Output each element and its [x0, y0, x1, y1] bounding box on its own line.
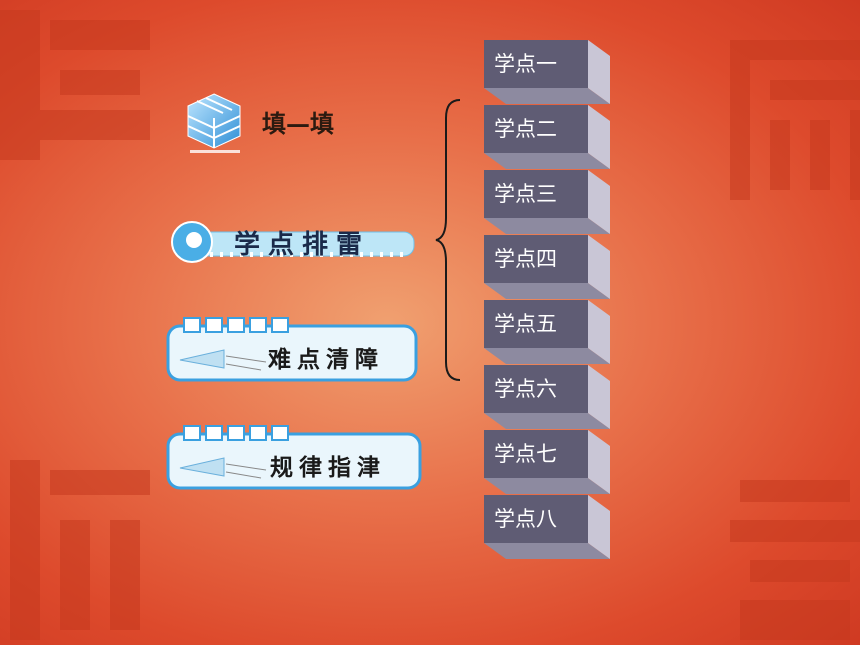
nav-fill-blank[interactable]: 填—填: [184, 90, 354, 156]
xuedian-label: 学点六: [494, 377, 557, 401]
nav-paidian-label: 学点排雷: [234, 230, 371, 260]
nav-nandian[interactable]: 难点清障: [166, 316, 418, 382]
xuedian-label: 学点七: [494, 442, 557, 466]
xuedian-label: 学点一: [494, 52, 557, 76]
xuedian-item-7[interactable]: 学点七: [484, 430, 614, 500]
xuedian-item-8[interactable]: 学点八: [484, 495, 614, 565]
xuedian-label: 学点四: [494, 247, 557, 271]
seal-decoration-top-left: [0, 0, 180, 190]
block-shape: [484, 170, 610, 234]
xuedian-label: 学点五: [494, 312, 557, 336]
block-shape: [484, 495, 610, 559]
xuedian-item-2[interactable]: 学点二: [484, 105, 614, 175]
nav-guilv-label: 规律指津: [270, 454, 386, 481]
block-shape: [484, 365, 610, 429]
scroll-frame: [166, 425, 422, 490]
brace-connector: [435, 99, 461, 381]
block-shape: [484, 430, 610, 494]
xuedian-label: 学点三: [494, 182, 557, 206]
banner-shape: [171, 221, 415, 263]
block-shape: [484, 105, 610, 169]
nav-nandian-label: 难点清障: [268, 346, 384, 373]
nav-guilv[interactable]: 规律指津: [166, 424, 422, 490]
block-shape: [484, 300, 610, 364]
cube-icon: [187, 93, 241, 153]
xuedian-item-4[interactable]: 学点四: [484, 235, 614, 305]
seal-decoration-top-right: [720, 30, 860, 210]
xuedian-label: 学点二: [494, 117, 557, 141]
nav-paidian[interactable]: 学点排雷: [170, 214, 416, 266]
nav-fill-blank-label: 填—填: [262, 109, 334, 138]
seal-decoration-bottom-left: [0, 450, 170, 645]
scroll-frame: [166, 317, 418, 382]
xuedian-item-3[interactable]: 学点三: [484, 170, 614, 240]
block-shape: [484, 40, 610, 104]
xuedian-item-1[interactable]: 学点一: [484, 40, 614, 110]
block-shape: [484, 235, 610, 299]
xuedian-label: 学点八: [494, 507, 557, 531]
seal-decoration-bottom-right: [720, 470, 860, 645]
xuedian-item-6[interactable]: 学点六: [484, 365, 614, 435]
xuedian-item-5[interactable]: 学点五: [484, 300, 614, 370]
